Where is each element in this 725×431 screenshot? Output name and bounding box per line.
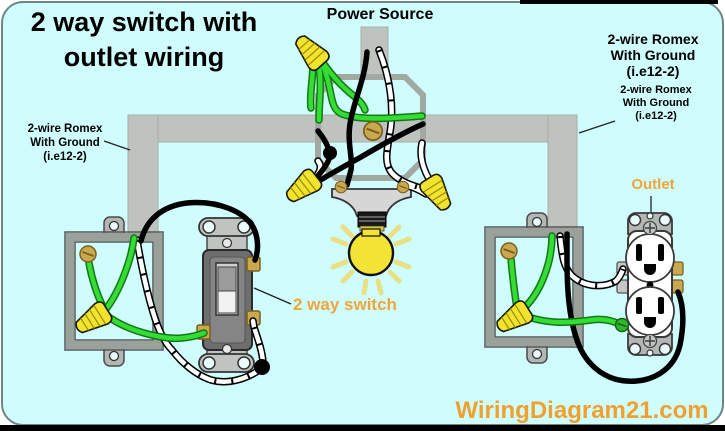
mounting-hole xyxy=(531,348,543,360)
switch-toggle-lever xyxy=(217,266,237,292)
bottom-border-bar xyxy=(0,425,725,431)
phillips-screw xyxy=(642,220,658,349)
light-glow-rays xyxy=(330,224,412,296)
cable-label-left: 2-wire Romex With Ground (i.e12-2) xyxy=(16,122,114,164)
cable-label-right-large: 2-wire Romex With Ground (i.e12-2) xyxy=(583,31,723,79)
switch-annotation-label: 2 way switch xyxy=(293,295,397,314)
mounting-hole xyxy=(108,350,120,362)
ground-screw xyxy=(500,242,518,260)
ground-screw xyxy=(79,245,97,263)
fixture-terminal-screw xyxy=(396,180,410,194)
black-hot-wires xyxy=(138,49,426,263)
duplex-outlet xyxy=(616,212,684,357)
mounting-hole xyxy=(202,356,216,370)
fixture-terminal-screw xyxy=(334,180,348,194)
label-pointer-lines xyxy=(103,120,652,305)
mounting-hole xyxy=(202,220,216,234)
mounting-hole xyxy=(108,220,120,232)
top-border-bar xyxy=(520,0,718,4)
diagram-title: 2 way switch with outlet wiring xyxy=(30,7,258,72)
wire-splice-dot xyxy=(254,359,270,375)
outlet-ground-screw xyxy=(614,317,630,333)
cable-label-right-small: 2-wire Romex With Ground (i.e12-2) xyxy=(596,84,716,123)
mounting-hole xyxy=(237,356,251,370)
cable-label-line: 2-wire Romex xyxy=(620,84,692,96)
cable-label-line: 2-wire Romex xyxy=(607,31,699,47)
wire-nut xyxy=(417,171,458,216)
mounting-hole xyxy=(658,342,672,356)
toggle-switch xyxy=(196,217,261,373)
light-bulb xyxy=(347,229,395,277)
wire-splice-dot xyxy=(323,146,337,160)
cable-label-line: With Ground xyxy=(30,137,100,149)
outlet-annotation-label: Outlet xyxy=(631,176,675,193)
cable-label-line: (i.e12-2) xyxy=(635,110,677,122)
cable-label-line: (i.e12-2) xyxy=(626,63,680,79)
ground-slot xyxy=(644,317,656,328)
power-source-label: Power Source xyxy=(326,6,434,23)
mounting-hole xyxy=(531,216,543,228)
light-fixture xyxy=(330,188,412,296)
black-hot-wire-to-outlet xyxy=(564,231,686,384)
cable-label-line: 2-wire Romex xyxy=(27,123,103,135)
junction-box-screw xyxy=(362,120,384,142)
ground-slot xyxy=(644,264,656,275)
right-drop-conduit xyxy=(547,114,578,234)
mounting-hole xyxy=(658,213,672,227)
mounting-hole xyxy=(628,213,642,227)
cable-label-line: (i.e12-2) xyxy=(43,151,87,163)
cable-label-line: With Ground xyxy=(622,97,690,109)
cable-label-line: With Ground xyxy=(610,47,696,63)
watermark-text: WiringDiagram21.com xyxy=(455,397,709,424)
lamp-socket xyxy=(357,211,387,228)
mounting-hole xyxy=(628,342,642,356)
